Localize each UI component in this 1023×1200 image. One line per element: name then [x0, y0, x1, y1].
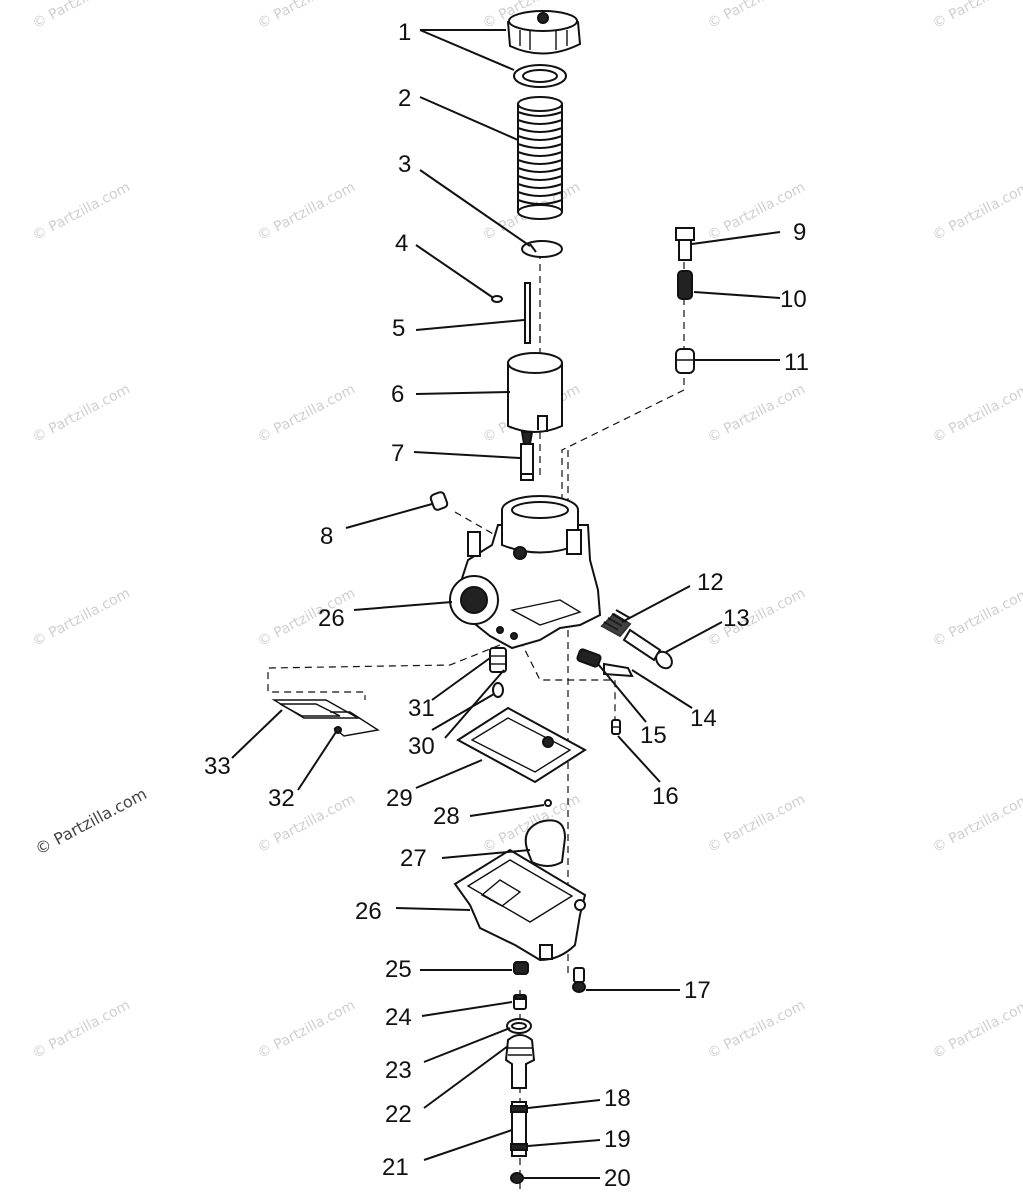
part-10-spring: [677, 270, 693, 300]
part-14-pilot-screw: [603, 662, 634, 678]
callout-6: 6: [391, 381, 404, 408]
callout-25: 25: [385, 956, 412, 983]
part-11-nut: [675, 348, 695, 374]
part-26-float-bowl: [453, 848, 587, 962]
callout-26-bowl: 26: [355, 898, 382, 925]
callout-23: 23: [385, 1057, 412, 1084]
part-28-pin: [544, 799, 552, 807]
callout-13: 13: [723, 605, 750, 632]
callout-33: 33: [204, 753, 231, 780]
part-27-float: [524, 819, 567, 867]
callout-3: 3: [398, 151, 411, 178]
part-32-clip: [330, 711, 380, 737]
callout-30: 30: [408, 733, 435, 760]
part-8-plug: [429, 491, 449, 511]
callout-18: 18: [604, 1085, 631, 1112]
callout-28: 28: [433, 803, 460, 830]
part-9-fitting: [675, 227, 695, 261]
callout-5: 5: [392, 315, 405, 342]
part-5-needle: [524, 282, 531, 344]
part-15-spring: [576, 648, 602, 668]
part-12-spring: [600, 609, 632, 638]
callout-7: 7: [391, 440, 404, 467]
callout-16: 16: [652, 783, 679, 810]
callout-19: 19: [604, 1126, 631, 1153]
part-31-main-jet: [489, 647, 507, 673]
callout-20: 20: [604, 1165, 631, 1192]
callout-15: 15: [640, 722, 667, 749]
callout-2: 2: [398, 85, 411, 112]
callout-12: 12: [697, 569, 724, 596]
callout-31: 31: [408, 695, 435, 722]
callout-29: 29: [386, 785, 413, 812]
part-6-throttle-valve: [507, 352, 563, 433]
part-20-plug: [510, 1172, 524, 1184]
part-29-gasket: [456, 706, 587, 784]
callout-9: 9: [793, 219, 806, 246]
callout-14: 14: [690, 705, 717, 732]
assembly-guide-lines: [267, 240, 685, 1190]
part-22-holder: [504, 1034, 536, 1089]
part-18-21-tube: [510, 1101, 528, 1157]
part-30-washer: [492, 682, 504, 698]
part-33-bracket: [271, 699, 361, 719]
callout-labels: 1 2 3 4 5 6 7 8 26 9 10 11 12 13 14 15 1…: [204, 19, 809, 1192]
callout-24: 24: [385, 1004, 412, 1031]
part-24-jet: [513, 994, 527, 1010]
part-16-pilot-jet: [611, 719, 621, 735]
callout-11: 11: [784, 349, 809, 376]
part-17-drain-screw: [572, 967, 586, 993]
part-23-o-ring: [506, 1018, 532, 1034]
part-25-plug: [513, 961, 529, 975]
callout-22: 22: [385, 1101, 412, 1128]
carburetor-body: [449, 495, 602, 650]
part-13-screw: [622, 628, 673, 670]
callout-26-body: 26: [318, 605, 345, 632]
leader-lines: [231, 29, 781, 1179]
part-3-plate: [521, 240, 563, 258]
part-7-needle-jet: [520, 431, 534, 481]
callout-10: 10: [780, 286, 807, 313]
part-4-clip: [491, 295, 503, 303]
callout-8: 8: [320, 523, 333, 550]
callout-17: 17: [684, 977, 711, 1004]
callout-4: 4: [395, 230, 408, 257]
part-2-spring: [517, 96, 563, 220]
callout-21: 21: [382, 1154, 409, 1181]
callout-27: 27: [400, 845, 427, 872]
callout-32: 32: [268, 785, 295, 812]
callout-1: 1: [398, 19, 411, 46]
part-1-cap: [506, 10, 582, 88]
